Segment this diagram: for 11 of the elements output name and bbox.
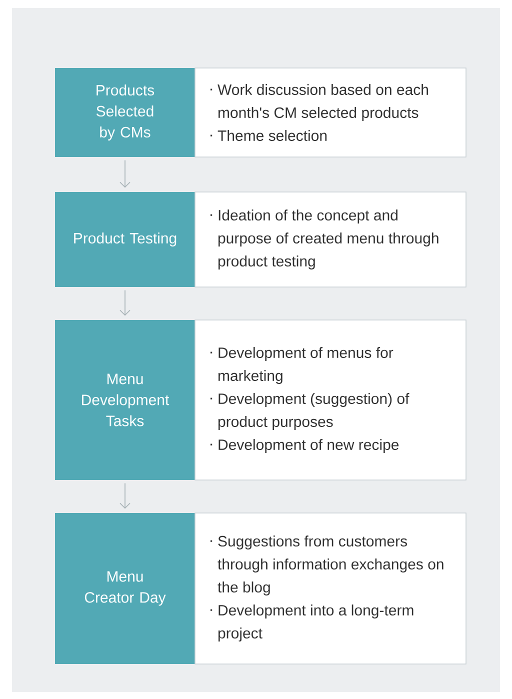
- arrow: [120, 482, 130, 509]
- description-box: Development of menus for marketing Development (suggestion) of product purposes Development of new recipe: [194, 320, 466, 480]
- arrow: [120, 290, 130, 316]
- description-box: Suggestions from customers through information exchanges on the blog Development into a long-term project: [194, 512, 466, 664]
- step-box: Menu Creator Day: [55, 513, 195, 664]
- step-box: Menu Development Tasks: [55, 320, 195, 480]
- step-box: Products Selected by CMs: [55, 68, 195, 157]
- arrow: [120, 160, 130, 188]
- description-box: Work discussion based on each month's CM selected products Theme selection: [194, 68, 466, 158]
- description-box: Ideation of the concept and purpose of created menu through product testing: [194, 192, 466, 288]
- step-box: Product Testing: [55, 192, 195, 287]
